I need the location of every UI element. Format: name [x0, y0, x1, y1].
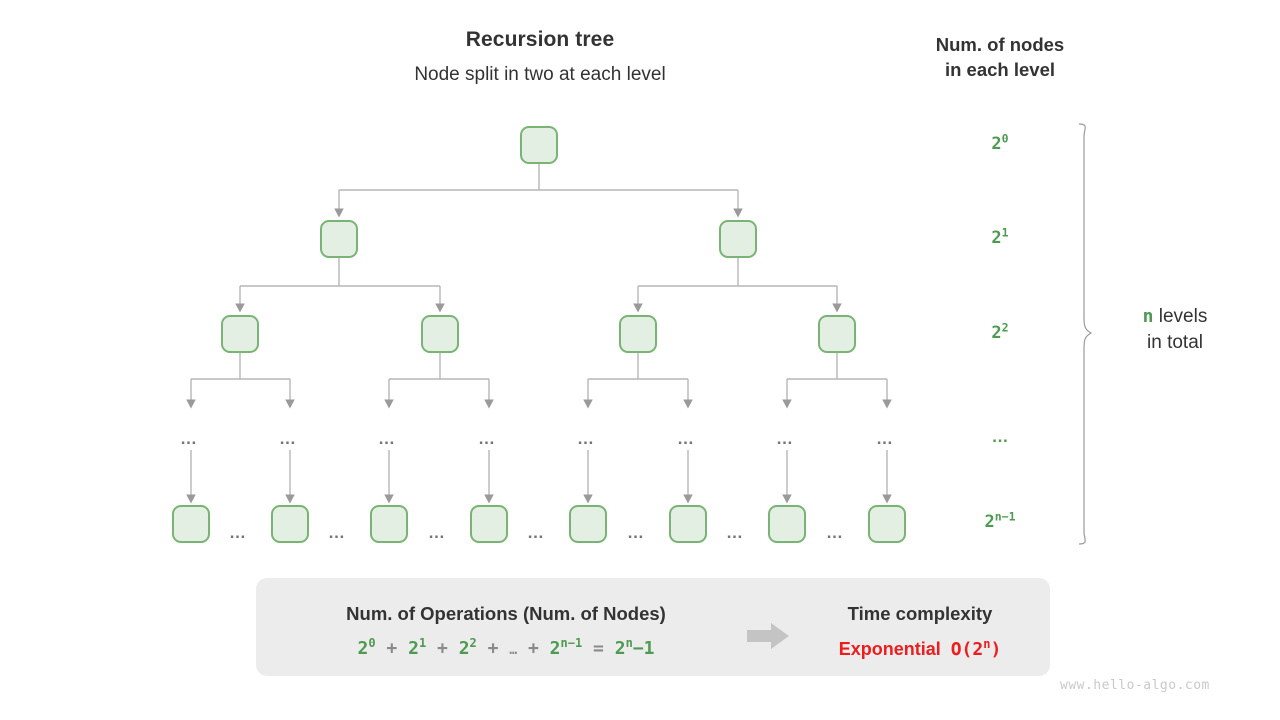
right-column-heading: Num. of nodes in each level [890, 32, 1110, 82]
right-column-heading-line1: Num. of nodes [935, 34, 1065, 55]
summary-left-title: Num. of Operations (Num. of Nodes) [346, 603, 666, 624]
bottom-row-ellipsis: … [527, 523, 545, 542]
tree-level4-ellipsis: … [279, 429, 297, 448]
total-levels-line2: in total [1147, 332, 1203, 353]
total-levels-line1: levels [1158, 306, 1208, 327]
bottom-row-ellipsis: … [726, 523, 744, 542]
summary-panel [256, 578, 1050, 676]
tree-node [818, 315, 856, 353]
tree-node [320, 220, 358, 258]
tree-level4-ellipsis: … [180, 429, 198, 448]
bottom-row-ellipsis: … [627, 523, 645, 542]
tree-node [370, 505, 408, 543]
tree-node [768, 505, 806, 543]
tree-level4-ellipsis: … [677, 429, 695, 448]
big-o-notation: O(2n) [950, 637, 1002, 660]
bottom-row-ellipsis: … [826, 523, 844, 542]
tree-node [520, 126, 558, 164]
bottom-row-ellipsis: … [229, 523, 247, 542]
summary-formula: 20 + 21 + 22 + … + 2n−1 = 2n−1 [357, 636, 655, 659]
tree-node [470, 505, 508, 543]
total-levels-label: n levels in total [1100, 304, 1250, 356]
tree-level4-ellipsis: … [577, 429, 595, 448]
n-symbol: n [1142, 306, 1154, 327]
watermark: www.hello-algo.com [1060, 678, 1210, 693]
summary-right-value: Exponential O(2n) [795, 637, 1045, 660]
arrow-right-icon [747, 623, 789, 649]
tree-node [221, 315, 259, 353]
tree-node [619, 315, 657, 353]
level-count-label-4: 2n−1 [984, 509, 1016, 532]
bottom-row-ellipsis: … [328, 523, 346, 542]
tree-level4-ellipsis: … [776, 429, 794, 448]
tree-level4-ellipsis: … [478, 429, 496, 448]
level-count-label-1: 21 [991, 225, 1009, 248]
tree-level4-ellipsis: … [876, 429, 894, 448]
tree-level4-ellipsis: … [378, 429, 396, 448]
level-count-label-0: 20 [991, 131, 1009, 154]
right-column-heading-line2: in each level [944, 59, 1056, 80]
page-subtitle: Node split in two at each level [414, 64, 666, 85]
tree-node [569, 505, 607, 543]
tree-node [271, 505, 309, 543]
summary-right-title: Time complexity [847, 603, 993, 624]
tree-node [719, 220, 757, 258]
level-count-label-2: 22 [991, 320, 1009, 343]
tree-node [172, 505, 210, 543]
page-title: Recursion tree [465, 28, 615, 51]
tree-node [669, 505, 707, 543]
level-count-label-3: … [991, 427, 1009, 446]
tree-node [421, 315, 459, 353]
tree-node [868, 505, 906, 543]
complexity-word: Exponential [838, 639, 941, 659]
levels-brace [1078, 123, 1093, 545]
bottom-row-ellipsis: … [428, 523, 446, 542]
